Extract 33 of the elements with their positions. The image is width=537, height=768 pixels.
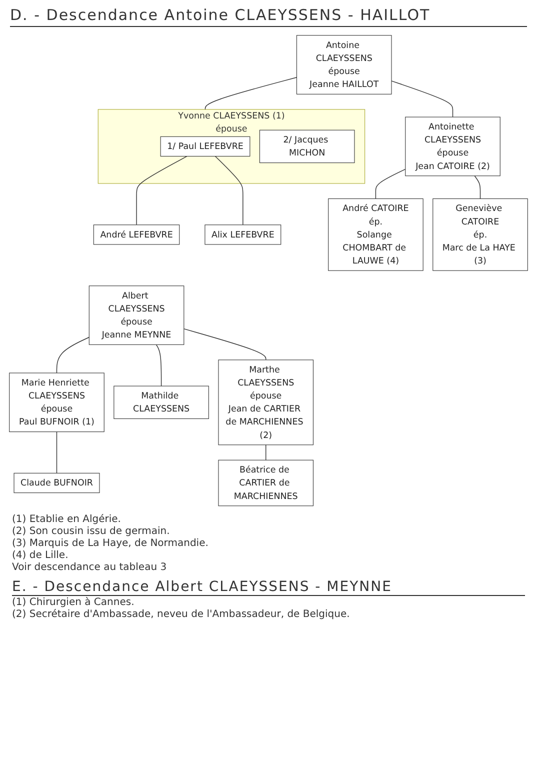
footnote: (3) Marquis de La Haye, de Normandie. [12,538,210,550]
connector [56,431,58,474]
footnote: (1) Etablie en Algérie. [12,514,122,526]
title: D. - Descendance Antoine CLAEYSSENS - HAILLOT [10,6,527,27]
node-box: 2/ Jacques MICHON [259,130,355,164]
node-box: Marie Henriette CLAEYSSENS épouse Paul BUFNOIR (1) [9,372,104,432]
connector [156,344,162,386]
node-box: Antoinette CLAEYSSENS épouse Jean CATOIRE (2) [405,116,500,176]
connector [136,156,188,226]
connector [214,156,244,226]
connector [204,77,298,110]
node-box: 1/ Paul LEFEBVRE [160,136,250,157]
footnote: (2) Secrétaire d'Ambassade, neveu de l'Ambassadeur, de Belgique. [12,609,351,620]
node-box: Antoine CLAEYSSENS épouse Jeanne HAILLOT [296,35,392,94]
connector [391,80,454,118]
node-box: Marthe CLAEYSSENS épouse Jean de CARTIER de MARCHIENNES (2) [218,360,314,446]
node-box: Geneviève CATOIRE ép. Marc de La HAYE (3) [432,198,528,271]
connector [56,336,90,374]
connector [375,168,406,200]
section-heading: E. - Descendance Albert CLAEYSSENS - MEYNNE [12,579,525,596]
footnote: Voir descendance au tableau 3 [12,562,168,574]
footnote: (1) Chirurgien à Cannes. [12,597,136,608]
connector [184,328,266,360]
connector [474,176,481,200]
node-box: André CATOIRE ép. Solange CHOMBART de LAUWE (4) [328,198,424,271]
node-box: Albert CLAEYSSENS épouse Jeanne MEYNNE [88,286,184,345]
node-box: Mathilde CLAEYSSENS [114,386,209,419]
node-box: Alix LEFEBVRE [204,224,282,245]
node-box: Claude BUFNOIR [14,472,100,494]
node-box: Béatrice de CARTIER de MARCHIENNES [218,460,314,506]
footnote: (4) de Lille. [12,550,70,562]
footnote: (2) Son cousin issu de germain. [12,526,171,538]
node-box: André LEFEBVRE [93,224,180,245]
